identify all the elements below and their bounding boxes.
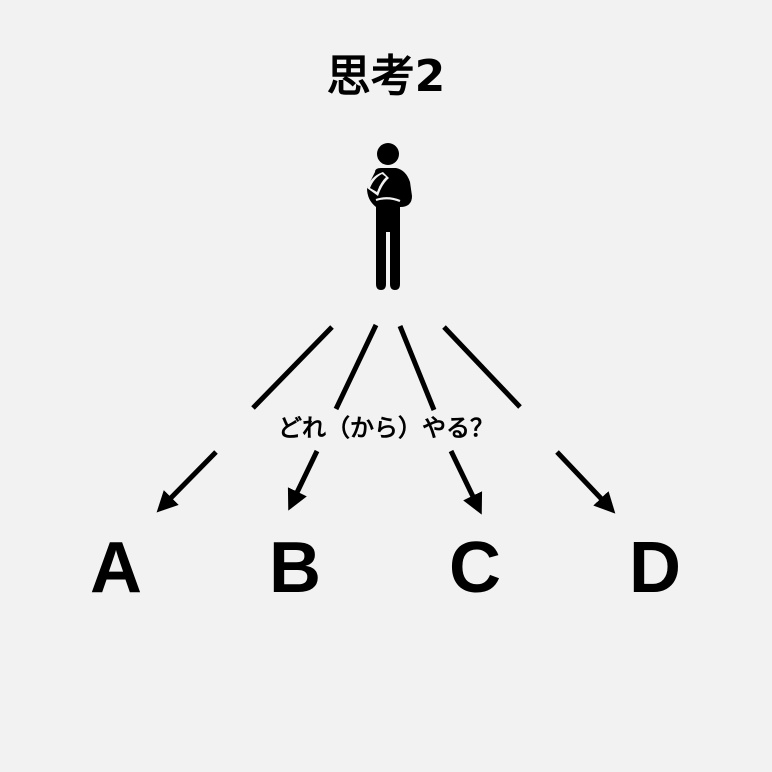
question-label: どれ（から）やる？: [278, 414, 494, 442]
thinking-person-icon: [367, 143, 412, 290]
branch-line-a-upper: [251, 325, 334, 410]
branch-line-c-upper: [397, 325, 437, 411]
arrow-to-c: [448, 449, 483, 515]
diagram-title: 思考2: [326, 51, 446, 102]
branch-arrows-lower: [156, 449, 616, 515]
arrow-to-a: [156, 450, 218, 513]
option-b: B: [269, 528, 321, 608]
option-c: C: [449, 528, 501, 608]
branch-line-d-upper: [442, 325, 522, 409]
option-d: D: [629, 528, 681, 608]
arrow-to-d: [555, 450, 616, 514]
option-a: A: [90, 528, 142, 608]
branch-lines-upper: [251, 323, 522, 411]
arrow-to-b: [287, 449, 320, 511]
branch-line-b-upper: [333, 323, 379, 411]
